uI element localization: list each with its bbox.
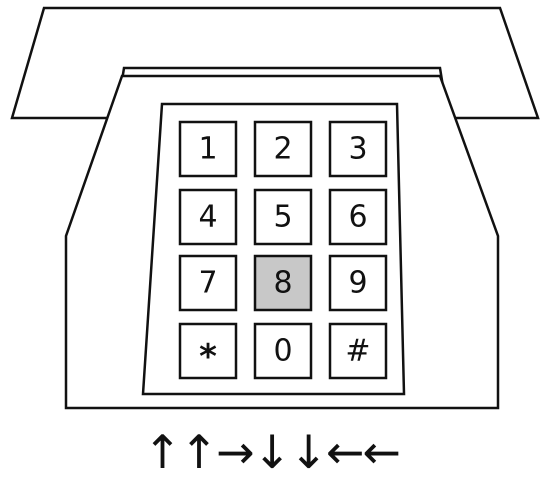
left-arrow-icon: ← xyxy=(326,420,363,484)
key-0-label: 0 xyxy=(273,334,292,369)
key-7[interactable]: 7 xyxy=(180,256,236,310)
left-arrow-icon: ← xyxy=(362,420,399,484)
key-5-label: 5 xyxy=(273,200,292,235)
key-2[interactable]: 2 xyxy=(255,122,311,176)
key-3-label: 3 xyxy=(348,132,367,167)
key-2-label: 2 xyxy=(273,132,292,167)
telephone-diagram: 1 2 3 4 5 6 7 8 9 * 0 # xyxy=(0,0,542,420)
key-9-label: 9 xyxy=(348,266,367,301)
key-5[interactable]: 5 xyxy=(255,190,311,244)
key-6[interactable]: 6 xyxy=(330,190,386,244)
arrow-sequence: ↑↑→↓↓←← xyxy=(0,420,542,484)
key-8[interactable]: 8 xyxy=(255,256,311,310)
key-1-label: 1 xyxy=(198,132,217,167)
key-3[interactable]: 3 xyxy=(330,122,386,176)
key-hash-label: # xyxy=(345,334,370,369)
down-arrow-icon: ↓ xyxy=(253,420,290,484)
key-9[interactable]: 9 xyxy=(330,256,386,310)
key-hash[interactable]: # xyxy=(330,324,386,378)
key-8-label: 8 xyxy=(273,266,292,301)
key-4-label: 4 xyxy=(198,200,217,235)
right-arrow-icon: → xyxy=(216,420,253,484)
up-arrow-icon: ↑ xyxy=(180,420,217,484)
up-arrow-icon: ↑ xyxy=(143,420,180,484)
key-0[interactable]: 0 xyxy=(255,324,311,378)
key-star[interactable]: * xyxy=(180,324,236,378)
down-arrow-icon: ↓ xyxy=(289,420,326,484)
key-star-label: * xyxy=(199,337,217,377)
key-1[interactable]: 1 xyxy=(180,122,236,176)
key-4[interactable]: 4 xyxy=(180,190,236,244)
key-6-label: 6 xyxy=(348,200,367,235)
key-7-label: 7 xyxy=(198,266,217,301)
